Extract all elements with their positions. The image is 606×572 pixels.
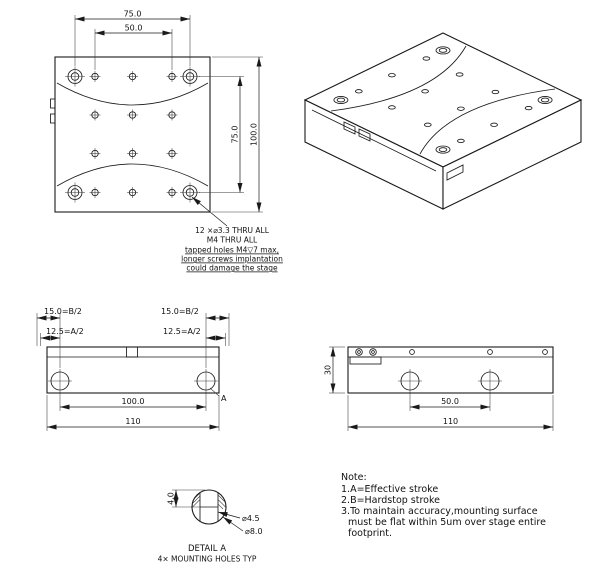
iso-arc-upper <box>330 45 467 112</box>
isometric-view <box>303 32 583 210</box>
section-hatch <box>192 492 226 510</box>
iso-front-slot <box>446 164 464 181</box>
table-arc-upper <box>56 82 209 106</box>
note-line-2: 2.B=Hardstop stroke <box>341 495 440 506</box>
dim-right-100: 100.0 <box>250 123 259 146</box>
note-line-1: 1.A=Effective stroke <box>341 484 438 495</box>
dim-top-75: 75.0 <box>124 10 142 19</box>
note-line-5: footprint. <box>348 528 392 539</box>
dim-front-100: 100.0 <box>122 397 145 406</box>
dim-b-right: 15.0=B/2 <box>161 307 199 316</box>
dim-detail-depth: 4.0 <box>167 492 176 505</box>
leader <box>222 516 244 532</box>
callout-line-1: 12 ×⌀3.3 THRU ALL <box>195 226 270 235</box>
callout-line-2: M4 THRU ALL <box>207 236 258 245</box>
dim-side-110: 110 <box>443 417 458 426</box>
lock-plate <box>349 356 382 365</box>
iso-face-groove <box>311 109 437 172</box>
dim-front-110: 110 <box>125 417 140 426</box>
center-tab <box>126 346 138 358</box>
stage-body-front <box>46 346 220 394</box>
dim-right-75: 75.0 <box>231 126 240 144</box>
mounting-hole <box>477 368 503 394</box>
detail-a-view: 4.0 ⌀4.5 ⌀8.0 DETAIL A 4× MOUNTING HOLES… <box>158 489 263 564</box>
note-line-3: 3.To maintain accuracy,mounting surface <box>341 506 538 517</box>
iso-arc-lower <box>419 88 556 155</box>
dim-a-right: 12.5=A/2 <box>163 327 201 336</box>
iso-side-tab <box>343 121 356 135</box>
callout-line-4: longer screws implantation <box>181 255 283 264</box>
side-tab <box>50 113 56 124</box>
detail-ref-label: A <box>221 394 227 403</box>
side-tab <box>50 98 56 109</box>
callout-line-5: could damage the stage <box>186 264 278 273</box>
leader <box>217 511 241 519</box>
dim-detail-bore: ⌀4.5 <box>242 514 260 523</box>
front-view: A 15.0=B/2 12.5=A/2 15.0=B/2 12.5=A/2 10… <box>36 307 230 431</box>
dim-top-50: 50.0 <box>125 24 143 33</box>
callout-leader <box>191 196 228 227</box>
detail-title: DETAIL A <box>188 544 226 554</box>
side-view: 30 50.0 110 <box>324 346 554 431</box>
dim-b-left: 15.0=B/2 <box>44 307 82 316</box>
counterbore-hole-pattern <box>64 66 201 203</box>
note-line-4: must be flat within 5um over stage entir… <box>348 517 546 528</box>
hole-callout: 12 ×⌀3.3 THRU ALL M4 THRU ALL tapped hol… <box>181 226 283 273</box>
mounting-hole <box>47 368 73 394</box>
dim-a-left: 12.5=A/2 <box>46 327 84 336</box>
dim-side-30: 30 <box>324 365 333 375</box>
callout-line-3: tapped holes M4▽7 max, <box>185 246 279 255</box>
detail-subtitle: 4× MOUNTING HOLES TYP <box>158 555 257 564</box>
stage-body-top <box>54 56 211 213</box>
iso-right-face <box>442 99 582 210</box>
dim-side-50: 50.0 <box>441 397 459 406</box>
mounting-hole <box>193 368 219 394</box>
stage-body-side <box>347 346 554 394</box>
iso-side-tab <box>358 128 371 142</box>
top-view: 75.0 50.0 75.0 100.0 12 ×⌀3.3 THRU ALL M… <box>50 10 283 273</box>
notes-title: Note: <box>341 472 367 483</box>
dim-detail-cbore: ⌀8.0 <box>245 527 263 536</box>
m4-hole-pattern <box>89 70 178 199</box>
table-arc-lower <box>56 163 209 187</box>
notes-block: Note: 1.A=Effective stroke 2.B=Hardstop … <box>341 472 546 539</box>
mounting-hole <box>397 368 423 394</box>
